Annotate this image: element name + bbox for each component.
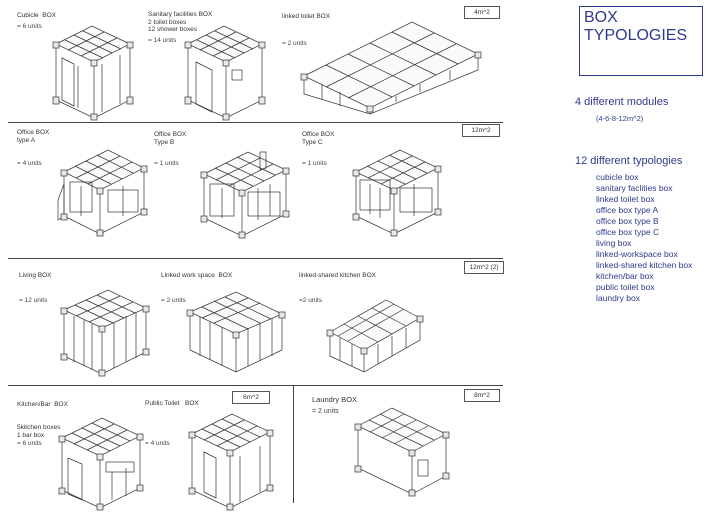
living-box-drawing [60, 289, 150, 377]
linked-kitchen-drawing [326, 299, 424, 373]
size-tag-4m2: 4m^2 [464, 6, 500, 19]
office-b-label: Office BOX Type B [154, 131, 187, 146]
kitchen-bar-drawing [58, 417, 144, 511]
typology-item: laundry box [596, 293, 640, 303]
linked-kitchen-units: =2 units [299, 297, 322, 304]
typology-item: cubicle box [596, 172, 639, 182]
title-frame: BOX TYPOLOGIES [579, 6, 703, 76]
office-c-label: Office BOX Type C [302, 131, 335, 146]
size-tag-12m2-2: 12m^2 (2) [464, 261, 504, 274]
linked-workspace-label: Linked work space BOX [161, 272, 233, 279]
cubicle-box-label: Cubicle BOX [17, 12, 57, 19]
linked-kitchen-label: linked-shared kitchen BOX [299, 272, 376, 279]
office-a-units: = 4 units [17, 160, 42, 167]
kitchen-bar-label: Kitchen/Bar BOX [17, 401, 68, 408]
typology-item: sanitary faclities box [596, 183, 673, 193]
size-tag-12m2: 12m^2 [462, 124, 500, 137]
linked-toilet-box-units: = 2 units [282, 40, 307, 47]
size-tag-8m2: 8m^2 [464, 389, 500, 402]
typology-item: office box type C [596, 227, 660, 237]
linked-toilet-box-drawing [300, 21, 482, 115]
laundry-box-drawing [354, 407, 450, 497]
kitchen-bar-sub: 5kitchen boxes 1 bar box [17, 424, 61, 439]
sanitary-box-units: = 14 units [148, 37, 177, 44]
typology-item: linked toilet box [596, 194, 655, 204]
public-toilet-label: Public Toilet BOX [145, 400, 199, 407]
office-c-drawing [352, 149, 442, 237]
cubicle-box-units: = 6 units [17, 23, 42, 30]
modules-heading: 4 different modules [575, 96, 669, 108]
office-b-drawing [200, 151, 290, 239]
typology-item: linked-shared kitchen box [596, 260, 693, 270]
public-toilet-drawing [188, 413, 274, 511]
row-divider-3 [8, 385, 503, 386]
row4-vertical-divider [293, 385, 294, 503]
cubicle-box-drawing [52, 25, 134, 121]
typologies-heading: 12 different typologies [575, 155, 683, 167]
kitchen-bar-units: = 6 units [17, 440, 42, 447]
living-box-label: Living BOX [19, 272, 52, 279]
linked-workspace-drawing [186, 291, 286, 373]
typology-item: living box [596, 238, 632, 248]
office-b-units: = 1 units [154, 160, 179, 167]
typology-item: public toilet box [596, 282, 655, 292]
size-tag-6m2: 6m^2 [232, 391, 270, 404]
office-a-drawing [57, 149, 148, 237]
office-a-label: Office BOX type A [17, 129, 50, 144]
sanitary-box-label: Sanitary facilities BOX 2 toilet boxes 1… [148, 11, 213, 33]
linked-toilet-box-label: linked toilet BOX [282, 13, 331, 20]
typology-item: kitchen/bar box [596, 271, 654, 281]
row-divider-2 [8, 258, 503, 259]
living-box-units: = 12 units [19, 297, 48, 304]
laundry-box-units: = 2 units [312, 408, 339, 415]
sanitary-box-drawing [184, 25, 266, 121]
modules-sizes: (4-6-8-12m^2) [596, 114, 644, 123]
row-divider-1 [8, 122, 503, 123]
typology-item: office box type A [596, 205, 659, 215]
laundry-box-label: Laundry BOX [312, 395, 358, 404]
page-title: BOX TYPOLOGIES [584, 9, 688, 44]
typology-item: linked-workspace box [596, 249, 678, 259]
office-c-units: = 1 units [302, 160, 327, 167]
typology-item: office box type B [596, 216, 659, 226]
linked-workspace-units: = 2 units [161, 297, 186, 304]
public-toilet-units: = 4 units [145, 440, 170, 447]
